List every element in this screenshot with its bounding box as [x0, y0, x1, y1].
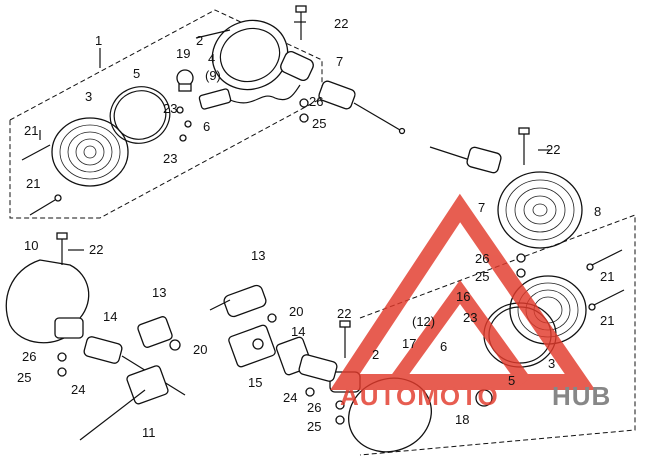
right-lower-assembly [329, 214, 636, 456]
callout-label: 21 [26, 176, 40, 191]
screw-21a [21, 144, 51, 161]
callout-label: 3 [548, 356, 555, 371]
callout-label: 2 [372, 347, 379, 362]
callout-label: 15 [248, 375, 262, 390]
leader-lines [39, 21, 550, 251]
callout-label: 24 [283, 390, 297, 405]
callout-labels: 1 2 3 4 5 (9) 19 22 7 26 25 23 6 23 21 2… [17, 16, 614, 440]
callout-label: 20 [289, 304, 303, 319]
callout-label: 22 [546, 142, 560, 157]
callout-label: 5 [133, 66, 140, 81]
callout-label: 22 [337, 306, 351, 321]
socket-part-9 [198, 84, 301, 110]
bracket-part-11 [126, 365, 169, 405]
callout-label: 26 [475, 251, 489, 266]
left-lower-assembly [5, 232, 186, 441]
callout-label: 26 [309, 94, 323, 109]
bracket-part-13a [137, 316, 173, 348]
watermark-text-hub: HUB [552, 381, 611, 411]
callout-label: 22 [334, 16, 348, 31]
callout-label: 3 [85, 89, 92, 104]
callout-label: 8 [594, 204, 601, 219]
callout-label: (9) [205, 68, 221, 83]
bracket-part-13b [223, 284, 267, 318]
callout-label: (12) [412, 314, 435, 329]
bulb-part-19 [176, 69, 194, 92]
callout-label: 17 [402, 336, 416, 351]
callout-label: 21 [600, 313, 614, 328]
right-upper-assembly [429, 127, 583, 249]
watermark-logo-triangle [330, 193, 596, 390]
center-lower-assembly [209, 284, 345, 425]
callout-label: 6 [203, 119, 210, 134]
screw-21d [593, 289, 625, 306]
callout-label: 23 [163, 151, 177, 166]
callout-label: 14 [103, 309, 117, 324]
callout-label: 1 [95, 33, 102, 48]
callout-label: 21 [600, 269, 614, 284]
callout-label: 25 [312, 116, 326, 131]
upper-left-assembly [9, 5, 406, 219]
callout-label: 25 [475, 269, 489, 284]
callout-label: 4 [208, 51, 215, 66]
callout-label: 25 [307, 419, 321, 434]
stem-part-14a [83, 336, 123, 364]
callout-label: 23 [163, 101, 177, 116]
callout-label: 19 [176, 46, 190, 61]
callout-label: 18 [455, 412, 469, 427]
callout-label: 6 [440, 339, 447, 354]
callout-label: 11 [142, 425, 156, 440]
callout-label: 22 [89, 242, 103, 257]
callout-label: 23 [463, 310, 477, 325]
gasket-ring-5a [109, 86, 171, 144]
callout-label: 5 [508, 373, 515, 388]
callout-label: 24 [71, 382, 85, 397]
callout-label: 10 [24, 238, 38, 253]
callout-label: 13 [251, 248, 265, 263]
callout-label: 14 [291, 324, 305, 339]
callout-label: 7 [478, 200, 485, 215]
callout-label: 26 [22, 349, 36, 364]
lens-part-3a [51, 117, 129, 187]
callout-label: 26 [307, 400, 321, 415]
screw-21c [591, 249, 623, 266]
watermark-text-automoto: AUTOMOTO [340, 381, 499, 411]
bracket-part-15 [228, 324, 276, 368]
watermark: AUTOMOTO HUB [330, 193, 611, 411]
callout-label: 7 [336, 54, 343, 69]
lens-part-8 [497, 171, 583, 249]
callout-label: 13 [152, 285, 166, 300]
callout-label: 21 [24, 123, 38, 138]
callout-label: 2 [196, 33, 203, 48]
screw-21b [29, 199, 56, 216]
callout-label: 16 [456, 289, 470, 304]
housing-part-2a [211, 19, 314, 91]
callout-label: 25 [17, 370, 31, 385]
callout-label: 20 [193, 342, 207, 357]
